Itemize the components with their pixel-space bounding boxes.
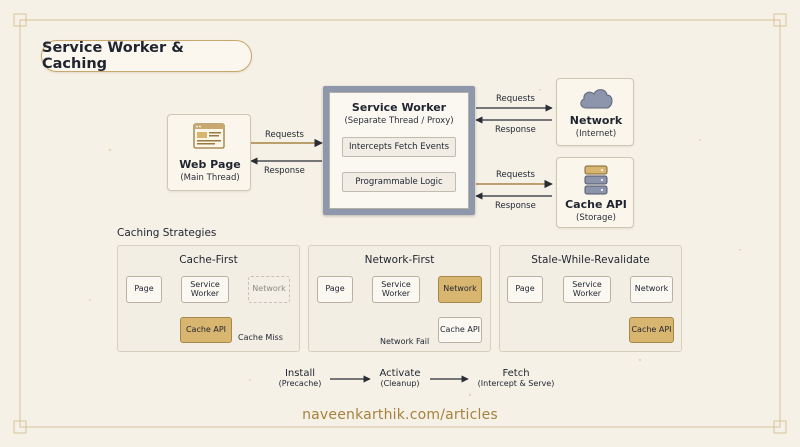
decorative-dots: [89, 89, 741, 397]
decorative-border: [13, 13, 787, 434]
cache-first-cache-node: Cache API: [180, 317, 232, 343]
caching-strategies-heading: Caching Strategies: [117, 227, 217, 239]
lifecycle-activate-sub: (Cleanup): [380, 379, 420, 388]
lifecycle-install-sub: (Precache): [278, 379, 322, 388]
web-page-card: Web Page (Main Thread): [167, 114, 251, 191]
intercept-fetch-box: Intercepts Fetch Events: [342, 137, 456, 157]
cache-api-sublabel: (Storage): [576, 213, 616, 223]
label-response-webpage: Response: [264, 166, 305, 176]
network-fail-label: Network Fail: [380, 337, 430, 346]
label-requests-cache: Requests: [496, 170, 535, 180]
lifecycle-activate-label: Activate: [379, 368, 421, 379]
label-response-network: Response: [495, 125, 536, 135]
cache-first-page-node: Page: [126, 276, 162, 303]
cache-first-network-node: Network: [248, 276, 290, 303]
network-first-cache-node: Cache API: [438, 317, 482, 343]
swr-title: Stale-While-Revalidate: [531, 254, 650, 266]
network-first-sw-node: Service Worker: [372, 276, 420, 303]
programmable-logic-box: Programmable Logic: [342, 172, 456, 192]
lifecycle-fetch-label: Fetch: [502, 368, 530, 379]
web-page-sublabel: (Main Thread): [180, 173, 240, 183]
network-first-network-node: Network: [438, 276, 482, 303]
network-card: Network (Internet): [556, 78, 634, 146]
lifecycle-activate: Activate (Cleanup): [370, 368, 430, 388]
cache-api-card: Cache API (Storage): [556, 157, 634, 228]
network-first-title: Network-First: [364, 254, 435, 266]
swr-network-node: Network: [630, 276, 673, 303]
network-label: Network: [569, 114, 623, 127]
network-first-page-node: Page: [317, 276, 353, 303]
cache-api-label: Cache API: [565, 198, 627, 211]
network-sublabel: (Internet): [575, 129, 617, 139]
swr-sw-node: Service Worker: [563, 276, 611, 303]
label-response-cache: Response: [495, 201, 536, 211]
service-worker-sublabel: (Separate Thread / Proxy): [344, 116, 454, 126]
cache-first-title: Cache-First: [179, 254, 238, 266]
browser-window-icon: [193, 123, 225, 149]
database-icon: [584, 165, 608, 195]
service-worker-label: Service Worker: [351, 101, 447, 114]
page-title: Service Worker & Caching: [41, 40, 252, 72]
cache-miss-label: Cache Miss: [238, 333, 283, 342]
swr-cache-node: Cache API: [629, 317, 674, 343]
web-page-label: Web Page: [179, 158, 241, 171]
lifecycle-fetch: Fetch (Intercept & Serve): [466, 368, 566, 388]
lifecycle-install: Install (Precache): [270, 368, 330, 388]
cloud-icon: [580, 89, 613, 109]
swr-page-node: Page: [507, 276, 543, 303]
label-requests-webpage: Requests: [265, 130, 304, 140]
lifecycle-fetch-sub: (Intercept & Serve): [477, 379, 555, 388]
label-requests-network: Requests: [496, 94, 535, 104]
lifecycle-install-label: Install: [284, 368, 316, 379]
footer-link[interactable]: naveenkarthik.com/articles: [302, 407, 498, 423]
cache-first-sw-node: Service Worker: [181, 276, 229, 303]
